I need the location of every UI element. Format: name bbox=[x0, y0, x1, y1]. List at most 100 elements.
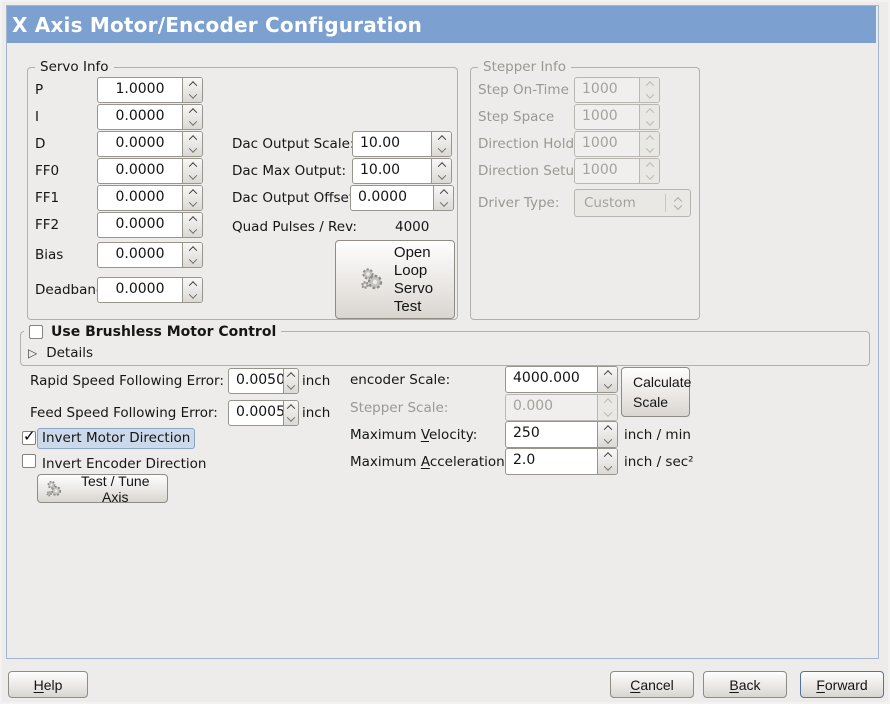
ff0-label: FF0 bbox=[35, 163, 60, 179]
spin-down-icon[interactable] bbox=[598, 462, 617, 475]
stepper-scale-label: Stepper Scale: bbox=[350, 400, 449, 416]
spin-down-icon[interactable] bbox=[284, 381, 298, 393]
use-brushless-label: Use Brushless Motor Control bbox=[51, 324, 277, 340]
spin-up-icon[interactable] bbox=[598, 422, 617, 435]
spin-down-icon[interactable] bbox=[284, 413, 298, 425]
test-tune-axis-button[interactable]: Test / Tune Axis bbox=[37, 473, 168, 505]
invert-motor-checkbox[interactable]: ✓ bbox=[22, 427, 36, 445]
dac-output-offset-spinbox[interactable]: 0.0000 bbox=[350, 185, 454, 211]
back-button[interactable]: Back bbox=[703, 671, 787, 698]
spin-up-icon[interactable] bbox=[183, 105, 202, 117]
direction-setup-label: Direction Setup bbox=[478, 163, 583, 179]
p-label: P bbox=[35, 82, 44, 98]
dac-output-scale-spinbox[interactable]: 10.00 bbox=[352, 131, 452, 157]
max-velocity-label: Maximum Velocity: bbox=[350, 427, 478, 443]
open-loop-servo-test-button[interactable]: Open Loop Servo Test bbox=[335, 240, 455, 319]
d-spinbox[interactable]: 0.0000 bbox=[97, 131, 203, 157]
spin-steppers[interactable] bbox=[433, 186, 453, 210]
spin-up-icon[interactable] bbox=[183, 132, 202, 144]
max-acceleration-unit: inch / sec² bbox=[624, 454, 694, 470]
invert-encoder-label: Invert Encoder Direction bbox=[42, 456, 207, 472]
ff1-spinbox[interactable]: 0.0000 bbox=[97, 185, 203, 211]
spin-up-icon[interactable] bbox=[284, 369, 298, 381]
i-spinbox[interactable]: 0.0000 bbox=[97, 104, 203, 130]
step-on-time-spinbox: 1000 bbox=[574, 77, 660, 103]
feed-following-error-spinbox[interactable]: 0.0005 bbox=[228, 400, 299, 426]
spin-up-icon[interactable] bbox=[432, 132, 451, 144]
d-label: D bbox=[35, 136, 46, 152]
cancel-button[interactable]: Cancel bbox=[610, 671, 694, 698]
calculate-scale-button[interactable]: Calculate Scale bbox=[621, 367, 691, 417]
dac-max-output-spinbox[interactable]: 10.00 bbox=[352, 158, 452, 184]
spin-up-icon[interactable] bbox=[183, 213, 202, 225]
stepper-scale-value: 0.000 bbox=[513, 398, 554, 414]
spin-down-icon bbox=[640, 144, 659, 156]
spin-down-icon[interactable] bbox=[432, 171, 451, 183]
spin-down-icon[interactable] bbox=[183, 198, 202, 210]
step-space-spinbox: 1000 bbox=[574, 104, 660, 130]
spin-steppers[interactable] bbox=[431, 159, 451, 183]
step-on-time-value: 1000 bbox=[582, 81, 618, 97]
spin-steppers[interactable] bbox=[182, 243, 202, 267]
spin-down-icon bbox=[640, 171, 659, 183]
spin-up-icon bbox=[598, 395, 617, 408]
spin-steppers[interactable] bbox=[597, 367, 617, 392]
rapid-following-error-spinbox[interactable]: 0.0050 bbox=[228, 368, 299, 394]
p-spinbox[interactable]: 1.0000 bbox=[97, 77, 203, 103]
spin-down-icon[interactable] bbox=[183, 144, 202, 156]
spin-down-icon[interactable] bbox=[598, 435, 617, 448]
spin-steppers[interactable] bbox=[597, 422, 617, 447]
invert-encoder-checkbox[interactable] bbox=[22, 454, 36, 468]
spin-down-icon[interactable] bbox=[183, 117, 202, 129]
use-brushless-checkbox[interactable] bbox=[29, 325, 43, 339]
feed-following-error-value: 0.0005 bbox=[236, 404, 283, 420]
spin-up-icon[interactable] bbox=[183, 78, 202, 90]
spin-up-icon[interactable] bbox=[183, 159, 202, 171]
spin-steppers[interactable] bbox=[283, 401, 298, 425]
details-expander[interactable]: ▷ Details bbox=[28, 345, 93, 361]
help-button[interactable]: Help bbox=[8, 671, 88, 698]
spin-down-icon[interactable] bbox=[183, 255, 202, 267]
spin-steppers[interactable] bbox=[431, 132, 451, 156]
page-title: X Axis Motor/Encoder Configuration bbox=[12, 12, 423, 37]
spin-steppers[interactable] bbox=[182, 159, 202, 183]
spin-up-icon[interactable] bbox=[183, 243, 202, 255]
deadband-spinbox[interactable]: 0.0000 bbox=[97, 277, 203, 303]
dac-output-offset-label: Dac Output Offset: bbox=[232, 190, 359, 206]
spin-up-icon[interactable] bbox=[434, 186, 453, 198]
spin-steppers[interactable] bbox=[182, 186, 202, 210]
spin-down-icon[interactable] bbox=[183, 225, 202, 237]
ff2-spinbox[interactable]: 0.0000 bbox=[97, 212, 203, 238]
spin-steppers bbox=[639, 159, 659, 183]
max-acceleration-spinbox[interactable]: 2.0 bbox=[505, 448, 618, 475]
spin-up-icon[interactable] bbox=[432, 159, 451, 171]
max-velocity-spinbox[interactable]: 250 bbox=[505, 421, 618, 448]
encoder-scale-spinbox[interactable]: 4000.000 bbox=[505, 366, 618, 393]
spin-down-icon[interactable] bbox=[183, 171, 202, 183]
spin-up-icon[interactable] bbox=[598, 449, 617, 462]
help-label: Help bbox=[33, 676, 63, 693]
spin-down-icon[interactable] bbox=[183, 290, 202, 302]
spin-steppers[interactable] bbox=[182, 278, 202, 302]
expander-arrow-icon[interactable]: ▷ bbox=[28, 346, 38, 360]
spin-up-icon[interactable] bbox=[598, 367, 617, 380]
spin-up-icon[interactable] bbox=[183, 278, 202, 290]
spin-steppers[interactable] bbox=[182, 78, 202, 102]
spin-down-icon[interactable] bbox=[432, 144, 451, 156]
spin-up-icon[interactable] bbox=[183, 186, 202, 198]
spin-steppers[interactable] bbox=[182, 132, 202, 156]
spin-steppers[interactable] bbox=[597, 449, 617, 474]
spin-down-icon[interactable] bbox=[598, 380, 617, 393]
spin-down-icon[interactable] bbox=[434, 198, 453, 210]
invert-motor-label-highlight[interactable]: Invert Motor Direction bbox=[37, 428, 195, 449]
spin-up-icon[interactable] bbox=[284, 401, 298, 413]
spin-steppers[interactable] bbox=[283, 369, 298, 393]
spin-steppers[interactable] bbox=[182, 213, 202, 237]
max-velocity-unit: inch / min bbox=[624, 427, 691, 443]
spin-steppers[interactable] bbox=[182, 105, 202, 129]
spin-down-icon[interactable] bbox=[183, 90, 202, 102]
ff0-spinbox[interactable]: 0.0000 bbox=[97, 158, 203, 184]
forward-button[interactable]: Forward bbox=[800, 671, 884, 698]
bias-spinbox[interactable]: 0.0000 bbox=[97, 242, 203, 268]
